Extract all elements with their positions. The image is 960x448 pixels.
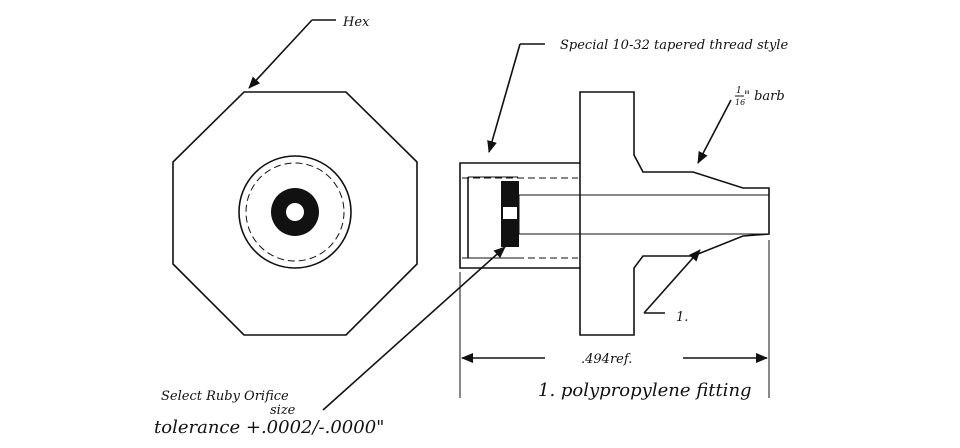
ruby-label-line1: Select Ruby Orifice (161, 389, 289, 404)
hex-end-view (172, 91, 418, 336)
ruby-orifice-gap (503, 207, 517, 219)
ruby-leader (322, 246, 506, 411)
material-note: 1. polypropylene fitting (538, 380, 752, 401)
dimension-label: .494ref. (581, 352, 632, 367)
thread-label: Special 10-32 tapered thread style (560, 38, 788, 53)
hex-outline (172, 91, 418, 336)
fitting-side-view (459, 91, 770, 336)
thread-leader (487, 43, 545, 153)
hex-label: Hex (342, 15, 370, 30)
barb-fraction-den: 16 (735, 98, 745, 107)
tolerance-label: tolerance +.0002/-.0000" (154, 417, 384, 438)
barb-fraction-num: 1 (736, 86, 742, 96)
hex-outer-circle (238, 155, 352, 269)
hex-leader (248, 19, 336, 89)
dimension-494 (459, 240, 770, 398)
orifice-hole (286, 203, 304, 221)
callout-1-leader (643, 249, 701, 314)
callout-1-label: 1. (676, 310, 688, 325)
barb-leader (697, 99, 732, 164)
barb-label: " barb (744, 89, 785, 104)
ruby-label-line2: size (270, 403, 296, 418)
hex-thread-circle-dashed (245, 162, 345, 262)
